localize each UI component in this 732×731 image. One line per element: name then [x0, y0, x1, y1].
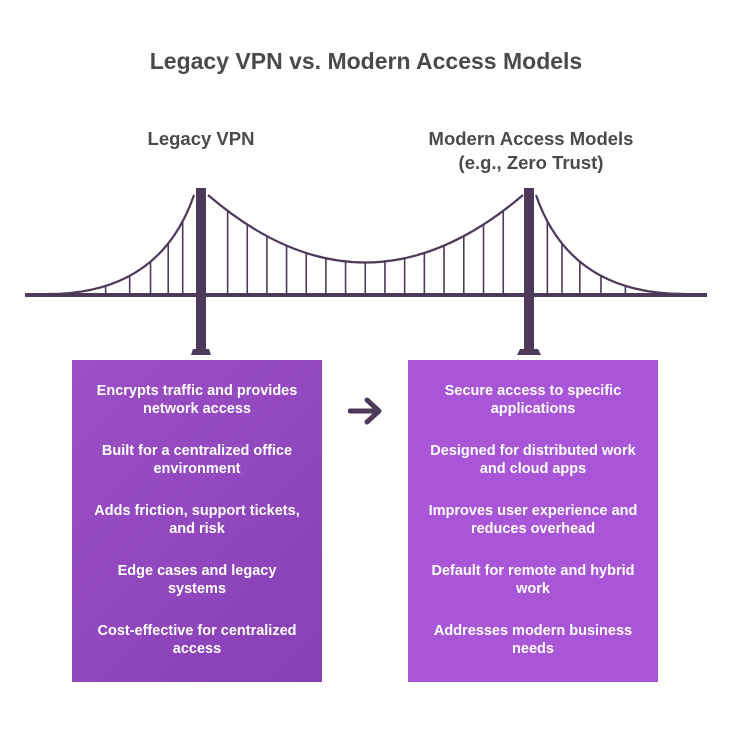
modern-access-heading: Modern Access Models (e.g., Zero Trust) — [386, 127, 676, 175]
modern-access-item: Secure access to specific applications — [444, 383, 622, 417]
diagram-title: Legacy VPN vs. Modern Access Models — [149, 48, 583, 74]
legacy-vpn-item: Adds friction, support tickets, and risk — [94, 503, 300, 537]
right-side-cable — [534, 194, 685, 296]
modern-access-item: Addresses modern business needs — [433, 623, 633, 657]
legacy-vpn-heading: Legacy VPN — [96, 127, 306, 151]
left-side-cable — [47, 194, 196, 296]
modern-access-heading-line-1: Modern Access Models — [428, 128, 634, 149]
bridge-deck — [25, 293, 707, 297]
modern-access-panel: Secure access to specific applications D… — [408, 360, 658, 682]
arrow-right-icon — [348, 397, 382, 425]
modern-access-item: Default for remote and hybrid work — [431, 563, 635, 597]
modern-access-item: Improves user experience and reduces ove… — [428, 503, 638, 537]
right-tower — [524, 188, 534, 354]
left-tower — [196, 188, 206, 354]
right-tower-base — [517, 349, 541, 355]
legacy-vpn-item: Edge cases and legacy systems — [117, 563, 277, 597]
main-span-cable — [207, 194, 524, 264]
left-tower-base — [191, 349, 211, 355]
legacy-vpn-item: Built for a centralized office environme… — [101, 443, 293, 477]
legacy-vpn-item: Encrypts traffic and provides network ac… — [96, 383, 298, 417]
legacy-vpn-item: Cost-effective for centralized access — [97, 623, 297, 657]
modern-access-item: Designed for distributed work and cloud … — [430, 443, 636, 477]
modern-access-heading-line-2: (e.g., Zero Trust) — [458, 152, 604, 173]
legacy-vpn-heading-line: Legacy VPN — [147, 128, 255, 149]
legacy-vpn-panel: Encrypts traffic and provides network ac… — [72, 360, 322, 682]
